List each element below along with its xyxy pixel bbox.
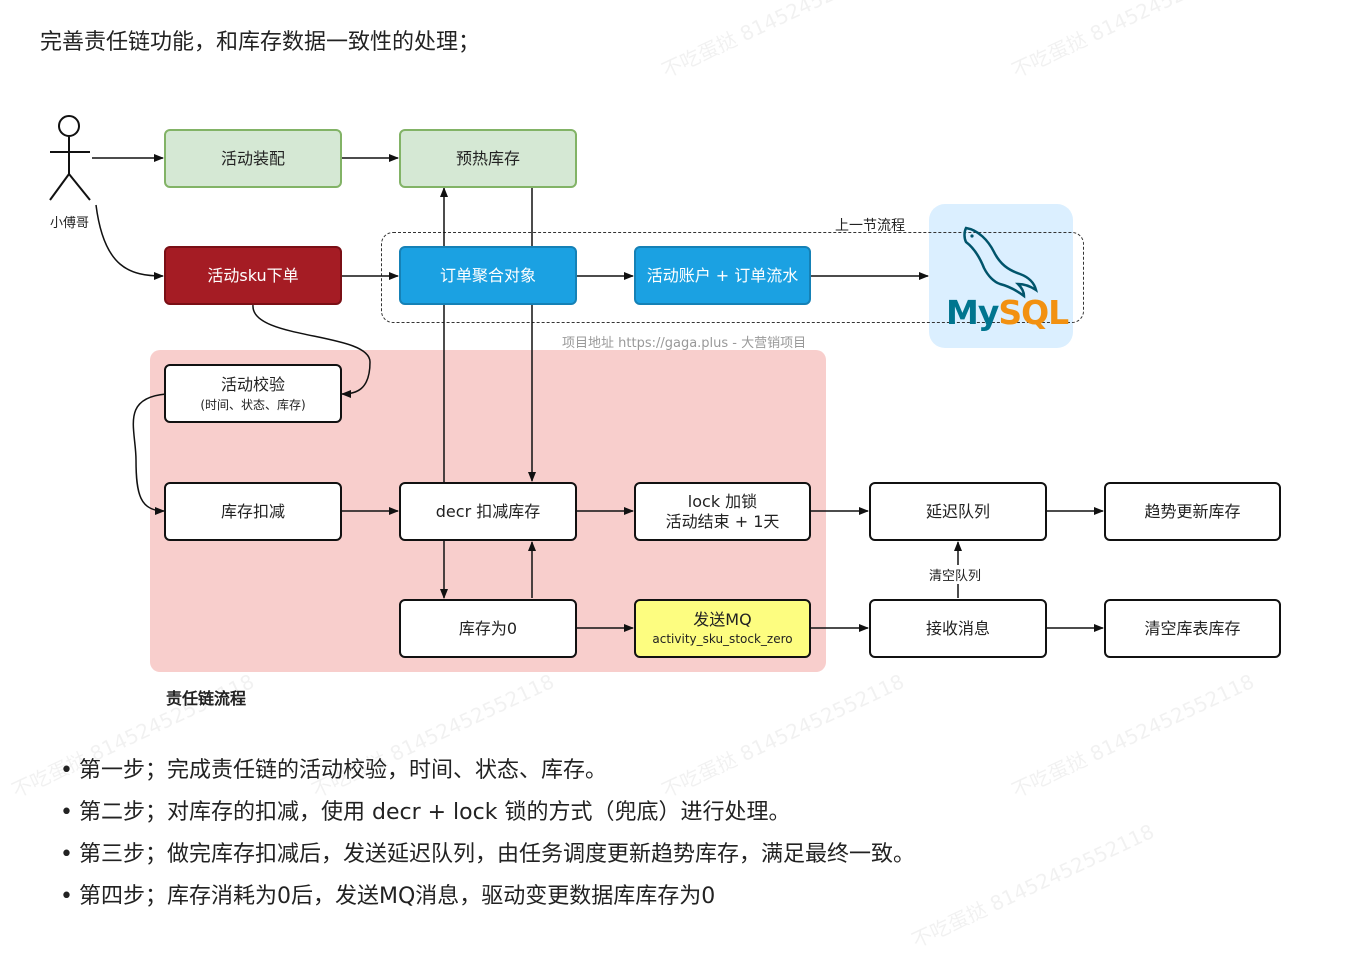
node-clear-table-stock: 清空库表库存	[1104, 599, 1281, 658]
steps-list: 第一步；完成责任链的活动校验，时间、状态、库存。 第二步；对库存的扣减，使用 d…	[60, 754, 915, 922]
mysql-dolphin-icon	[963, 226, 1038, 299]
list-item: 第二步；对库存的扣减，使用 decr + lock 锁的方式（兜底）进行处理。	[60, 796, 915, 838]
node-stock-zero: 库存为0	[399, 599, 577, 658]
node-decr-stock: decr 扣减库存	[399, 482, 577, 541]
mysql-background	[929, 204, 1073, 348]
node-account-flow: 活动账户 + 订单流水	[634, 246, 811, 305]
actor-label: 小傅哥	[50, 216, 90, 231]
node-stock-deduct: 库存扣减	[164, 482, 342, 541]
activity-check-detail: (时间、状态、库存)	[200, 397, 306, 412]
node-trend-update: 趋势更新库存	[1104, 482, 1281, 541]
node-preheat-stock: 预热库存	[399, 129, 577, 188]
list-item: 第一步；完成责任链的活动校验，时间、状态、库存。	[60, 754, 915, 796]
node-activity-check: 活动校验 (时间、状态、库存)	[164, 364, 342, 423]
previous-flow-box	[381, 232, 1084, 323]
previous-flow-label: 上一节流程	[835, 218, 905, 234]
list-item: 第三步；做完库存扣减后，发送延迟队列，由任务调度更新趋势库存，满足最终一致。	[60, 838, 915, 880]
chain-title: 责任链流程	[166, 689, 247, 708]
intro-text: 完善责任链功能，和库存数据一致性的处理；	[40, 30, 481, 55]
mysql-logo: MySQL	[946, 293, 1069, 332]
user-actor-icon	[49, 115, 91, 201]
node-receive-msg: 接收消息	[869, 599, 1047, 658]
arrow-check-deduct	[132, 393, 167, 515]
node-send-mq: 发送MQ activity_sku_stock_zero	[634, 599, 811, 658]
project-url-label: 项目地址 https://gaga.plus - 大营销项目	[562, 336, 807, 351]
arrow-actor-order	[95, 204, 164, 280]
send-mq-topic: activity_sku_stock_zero	[652, 632, 793, 647]
node-delay-queue: 延迟队列	[869, 482, 1047, 541]
node-lock: lock 加锁 活动结束 + 1天	[634, 482, 811, 541]
node-activity-assembly: 活动装配	[164, 129, 342, 188]
clear-queue-label: 清空队列	[927, 565, 984, 584]
arrow-order-check	[252, 304, 371, 398]
node-order-aggregate: 订单聚合对象	[399, 246, 577, 305]
node-sku-order: 活动sku下单	[164, 246, 342, 305]
list-item: 第四步；库存消耗为0后，发送MQ消息，驱动变更数据库库存为0	[60, 880, 915, 922]
